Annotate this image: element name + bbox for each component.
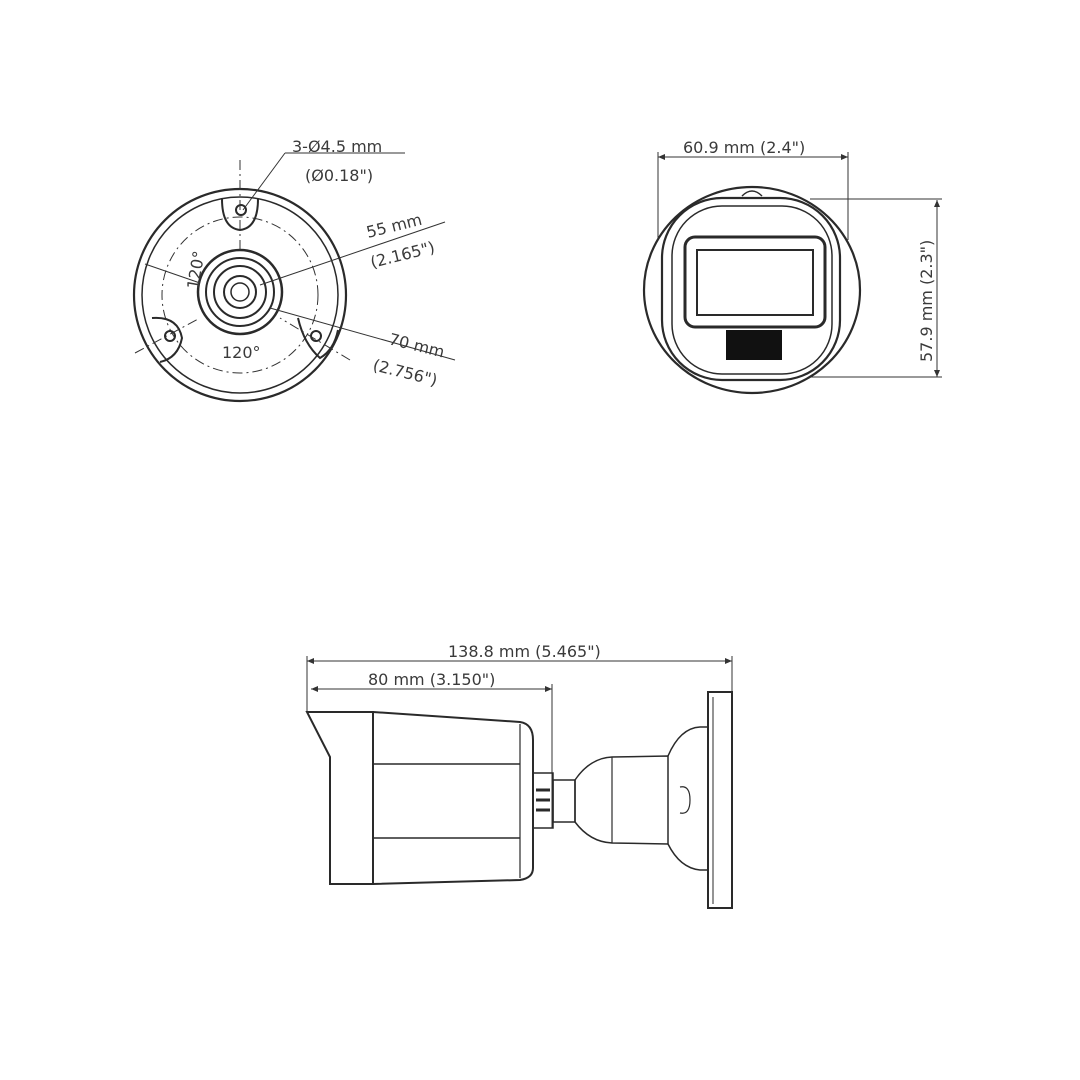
side-view: 138.8 mm (5.465") 80 mm (3.150")	[305, 642, 733, 909]
hole-spec-inch-label: (Ø0.18")	[305, 166, 373, 185]
angle-label-b: 120°	[222, 343, 261, 362]
inner-diameter-inch-label: (2.165")	[368, 238, 436, 272]
width-dimension-label: 60.9 mm (2.4")	[683, 138, 805, 157]
inner-diameter-label: 55 mm	[364, 210, 424, 242]
angle-label-a: 120°	[183, 249, 208, 290]
hole-spec-label: 3-Ø4.5 mm	[292, 137, 382, 156]
height-dimension-label: 57.9 mm (2.3")	[917, 240, 936, 362]
base-view: 3-Ø4.5 mm (Ø0.18") 55 mm (2.165") 70 mm …	[132, 137, 456, 403]
front-view: 60.9 mm (2.4") 57.9 mm (2.3")	[642, 138, 942, 395]
outer-diameter-label: 70 mm	[387, 329, 447, 361]
outer-diameter-inch-label: (2.756")	[371, 355, 439, 389]
body-length-label: 80 mm (3.150")	[368, 670, 495, 689]
total-length-label: 138.8 mm (5.465")	[448, 642, 601, 661]
